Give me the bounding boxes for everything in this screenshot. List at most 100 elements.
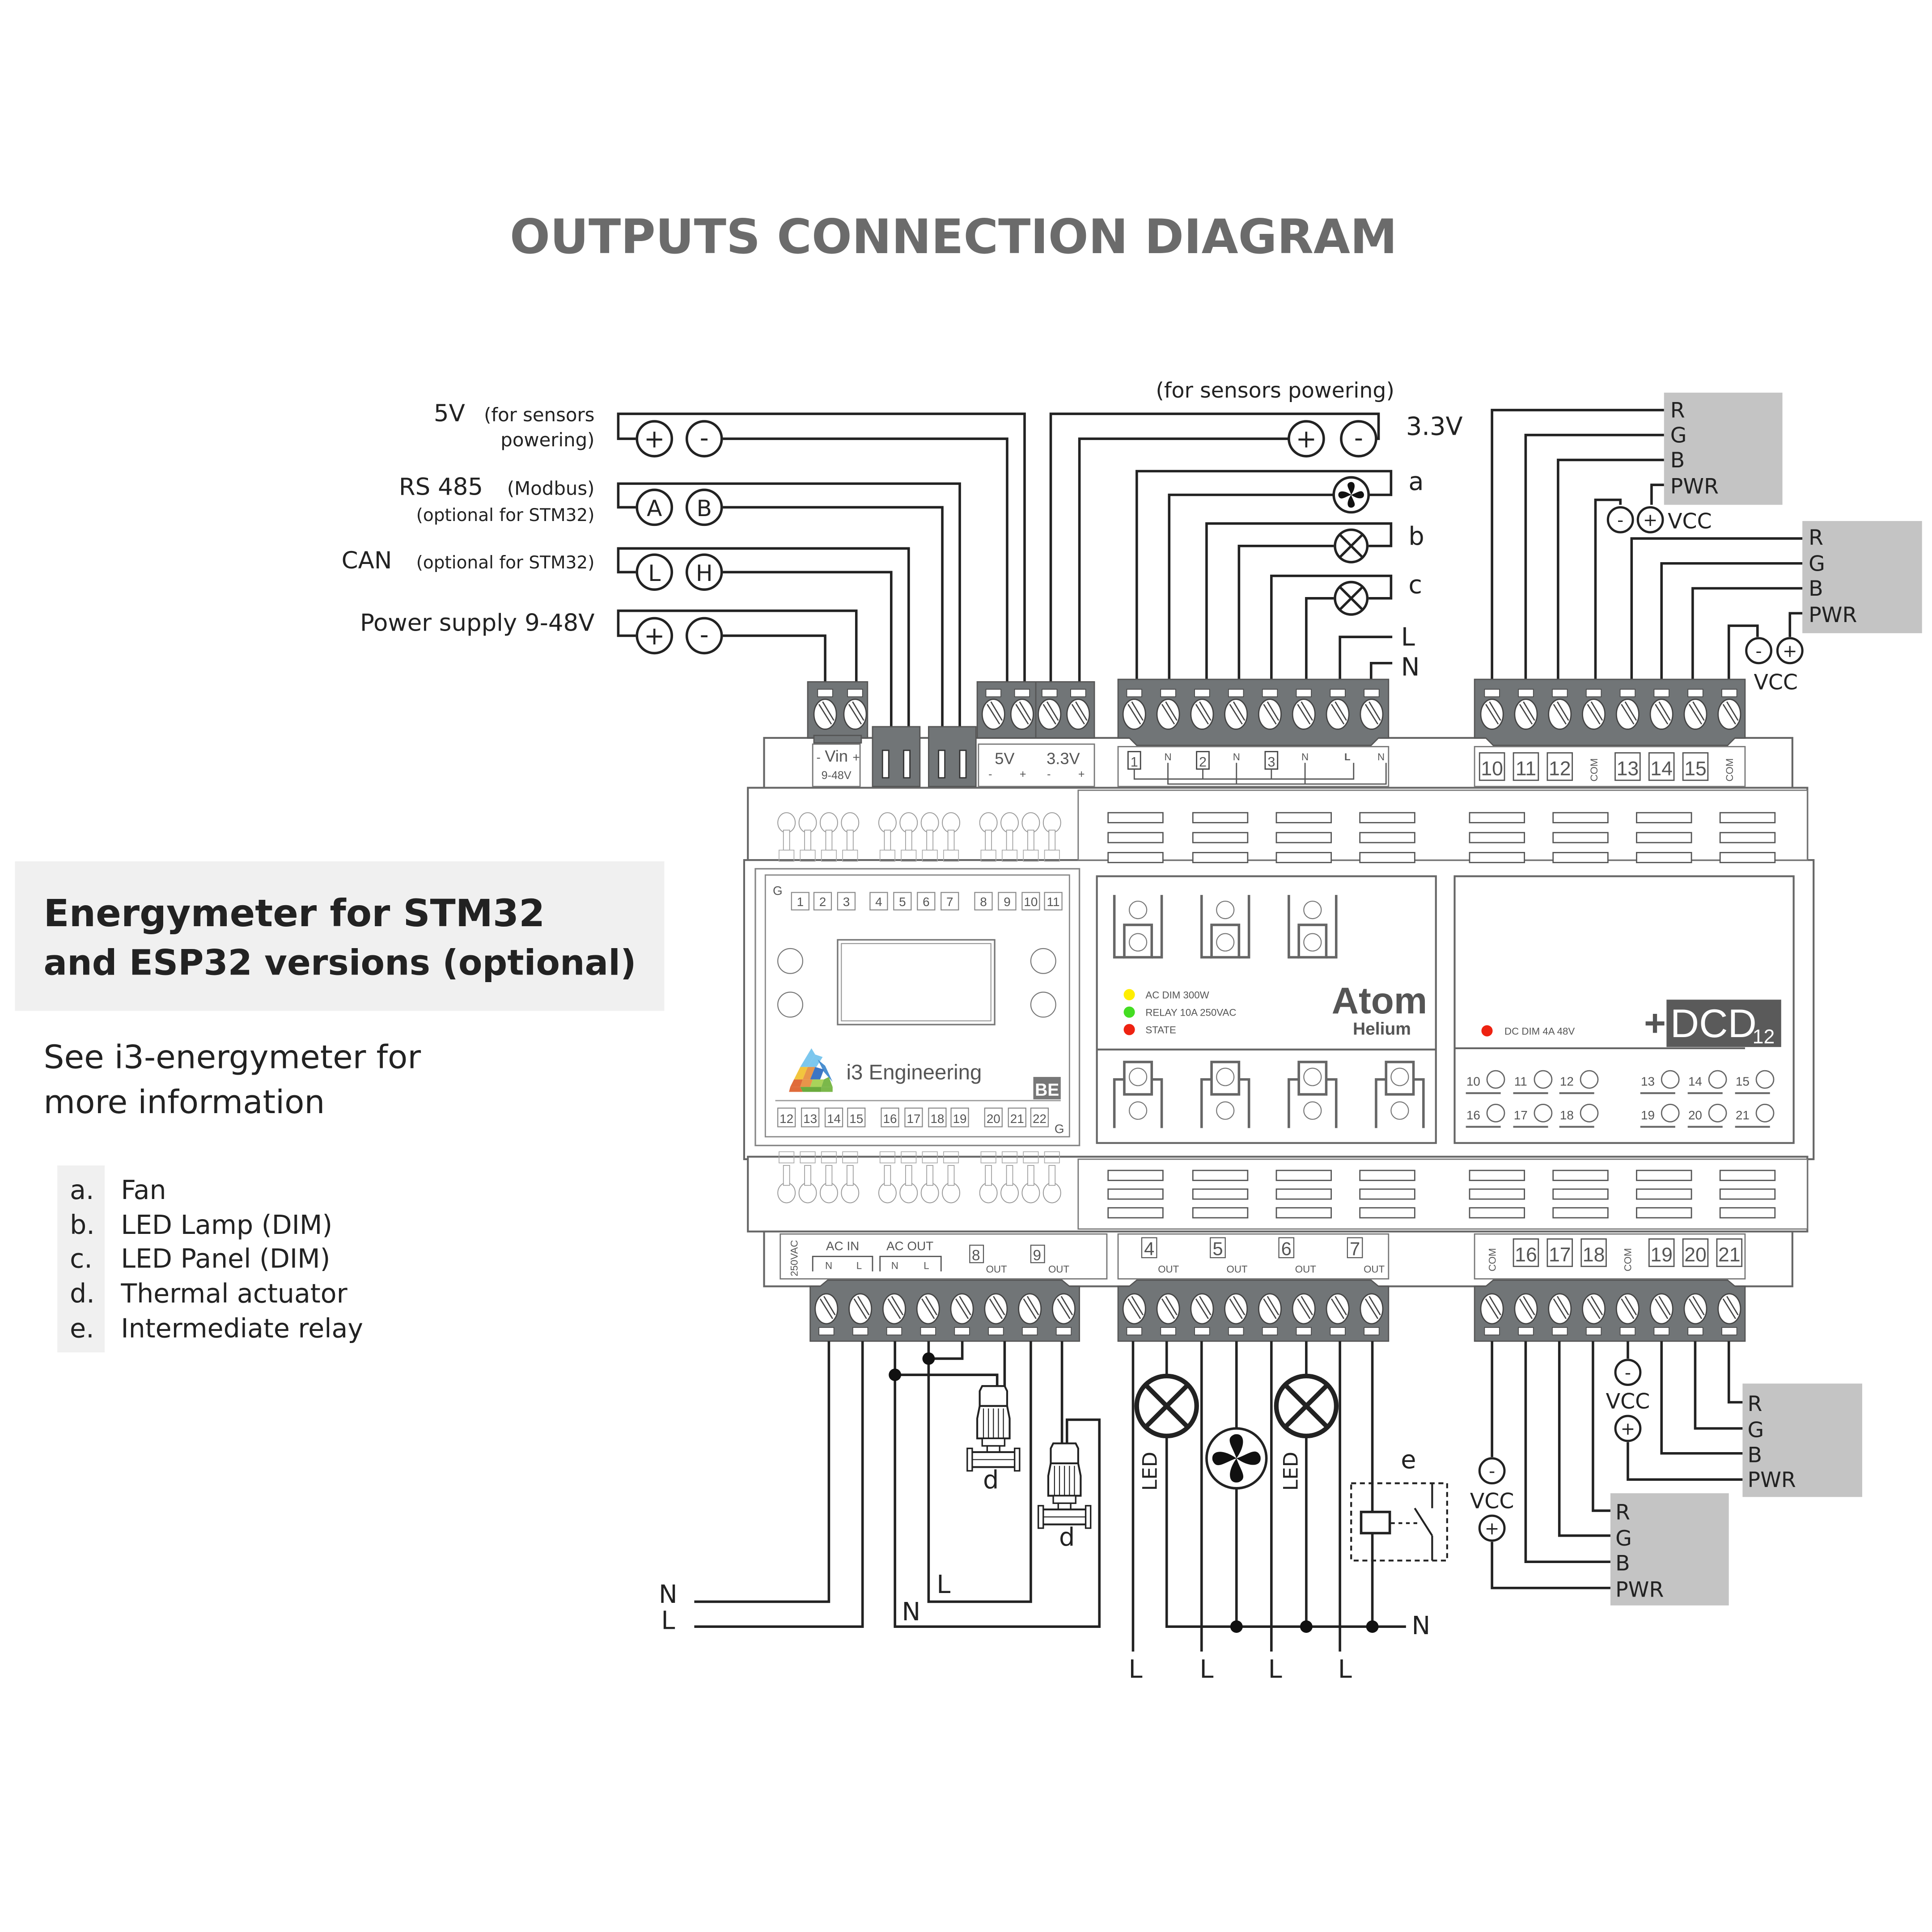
- atom-helium-module: AC DIM 300W RELAY 10A 250VAC STATE Atom …: [1096, 875, 1437, 1144]
- button[interactable]: [777, 991, 804, 1018]
- pin-can-l: L: [648, 560, 661, 586]
- terminal-screw[interactable]: [1190, 1293, 1214, 1325]
- terminal-screw[interactable]: [1258, 1293, 1282, 1325]
- badge-be: [1033, 1077, 1061, 1100]
- terminal-slot: [1586, 1327, 1602, 1335]
- label-out8: 8: [972, 1247, 980, 1264]
- terminal-screw[interactable]: [1480, 699, 1504, 730]
- terminal-screw[interactable]: [1224, 1293, 1248, 1325]
- button[interactable]: [777, 948, 804, 974]
- dcd-top-label: COM: [1724, 758, 1735, 782]
- terminal-screw[interactable]: [1292, 699, 1316, 730]
- terminal-screw[interactable]: [882, 1293, 906, 1325]
- label-mid-l: L: [1199, 1655, 1213, 1684]
- terminal-screw[interactable]: [1649, 1293, 1674, 1325]
- terminal-screw[interactable]: [950, 1293, 974, 1325]
- dcd-channel-number: 11: [1514, 1075, 1527, 1089]
- terminal-screw[interactable]: [1582, 699, 1606, 730]
- terminal-screw[interactable]: [1717, 699, 1741, 730]
- terminal-screw[interactable]: [1717, 1293, 1741, 1325]
- terminal-slot: [1160, 1327, 1176, 1335]
- label-5v-sub: (for sensors: [484, 404, 594, 426]
- lamp-icon: [1137, 1376, 1197, 1436]
- rgb-channel: PWR: [1670, 475, 1719, 499]
- label-actuator-l: L: [936, 1570, 950, 1599]
- rgb-strip-box: [1742, 1383, 1862, 1497]
- terminal-screw[interactable]: [1615, 699, 1640, 730]
- terminal-screw[interactable]: [1326, 1293, 1350, 1325]
- terminal-screw[interactable]: [1683, 1293, 1707, 1325]
- button[interactable]: [1030, 991, 1056, 1018]
- em-terminal-number: 3: [843, 895, 850, 909]
- terminal-slot: [1552, 1327, 1568, 1335]
- terminal-screw[interactable]: [1292, 1293, 1316, 1325]
- terminal-screw[interactable]: [1190, 699, 1214, 730]
- info-heading-line2: and ESP32 versions (optional): [44, 943, 636, 983]
- label-left-l: L: [661, 1606, 675, 1635]
- terminal-screw[interactable]: [1326, 699, 1350, 730]
- dcd-channel-number: 18: [1560, 1108, 1574, 1122]
- terminal-screw[interactable]: [1514, 1293, 1538, 1325]
- dcd-top-label: 14: [1650, 758, 1673, 780]
- rgb-channel: PWR: [1615, 1577, 1664, 1602]
- terminal-screw[interactable]: [1052, 1293, 1076, 1325]
- terminal-slot: [1653, 689, 1669, 697]
- terminal-screw[interactable]: [1258, 699, 1282, 730]
- atom-sublogo: Helium: [1353, 1019, 1411, 1038]
- terminal-screw[interactable]: [1224, 699, 1248, 730]
- terminal-slot: [1126, 689, 1142, 697]
- terminal-screw[interactable]: [814, 1293, 839, 1325]
- legend-key: e.: [70, 1313, 94, 1344]
- terminal-screw[interactable]: [1548, 1293, 1572, 1325]
- i3-engineering-logo-icon: [789, 1048, 833, 1092]
- label-3v3-terminal: 3.3V: [1046, 749, 1080, 767]
- info-note-line2: more information: [44, 1084, 325, 1121]
- dcd-channel-number: 10: [1466, 1075, 1480, 1089]
- terminal-screw[interactable]: [1582, 1293, 1606, 1325]
- terminal-screw[interactable]: [916, 1293, 940, 1325]
- terminal-screw[interactable]: [1360, 1293, 1384, 1325]
- terminal-screw[interactable]: [1615, 1293, 1640, 1325]
- dcd-top-label: 11: [1516, 758, 1536, 780]
- terminal-screw[interactable]: [1156, 1293, 1180, 1325]
- led-label: AC DIM 300W: [1145, 989, 1209, 1000]
- terminal-slot: [1262, 689, 1278, 697]
- terminal-screw[interactable]: [1649, 699, 1674, 730]
- label-top-n: N: [1401, 653, 1420, 682]
- terminal-screw[interactable]: [1480, 1293, 1504, 1325]
- terminal-screw[interactable]: [1156, 699, 1180, 730]
- rgb-channel: B: [1670, 448, 1685, 473]
- terminal-screw[interactable]: [1548, 699, 1572, 730]
- terminal-screw[interactable]: [1683, 699, 1707, 730]
- em-terminal-number: 12: [780, 1112, 793, 1126]
- terminal-screw[interactable]: [1122, 1293, 1146, 1325]
- em-terminal-number: 7: [946, 895, 953, 909]
- bottom-relay-label: 4: [1144, 1238, 1154, 1259]
- bottom-relay-label: 7: [1350, 1238, 1360, 1259]
- terminal-slot: [1687, 689, 1703, 697]
- rgb-channel: G: [1748, 1418, 1764, 1443]
- pin-power-plus: +: [644, 622, 665, 651]
- terminal-slot: [1518, 1327, 1534, 1335]
- button[interactable]: [1030, 948, 1056, 974]
- terminal-screw[interactable]: [1122, 699, 1146, 730]
- input-rs485: RS 485 (Modbus) (optional for STM32): [399, 473, 595, 525]
- vcc-label: VCC: [1606, 1389, 1650, 1414]
- terminal-screw[interactable]: [1360, 699, 1384, 730]
- bottom-dcd-label: COM: [1487, 1248, 1498, 1271]
- em-terminal-number: 6: [923, 895, 930, 909]
- connector-can: [928, 726, 977, 788]
- terminal-screw[interactable]: [1514, 699, 1538, 730]
- label-top-l: L: [1401, 623, 1415, 652]
- dcd-channel-led: [1534, 1070, 1553, 1089]
- label-left-n: N: [659, 1580, 678, 1609]
- rgb-channel: R: [1809, 525, 1823, 550]
- terminal-screw[interactable]: [1018, 1293, 1042, 1325]
- em-terminal-number: 5: [899, 895, 906, 909]
- rgb-channel: G: [1670, 423, 1687, 448]
- page-title: OUTPUTS CONNECTION DIAGRAM: [510, 209, 1397, 264]
- terminal-slot: [920, 1327, 936, 1335]
- terminal-screw[interactable]: [848, 1293, 873, 1325]
- terminal-screw[interactable]: [984, 1293, 1008, 1325]
